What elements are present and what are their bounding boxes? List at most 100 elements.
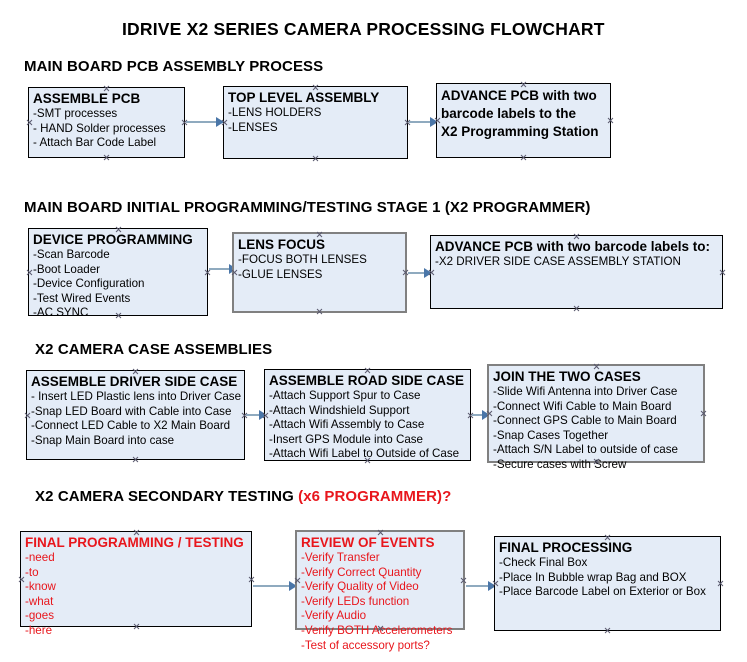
connection-point-top[interactable]: [133, 529, 140, 536]
node-line: -Place Barcode Label on Exterior or Box: [499, 585, 706, 599]
connection-point-bottom[interactable]: [573, 305, 580, 312]
node-line: -Connect GPS Cable to Main Board: [493, 414, 677, 428]
connection-point-right[interactable]: [717, 580, 724, 587]
connection-point-bottom[interactable]: [312, 155, 319, 162]
node-line: -goes: [25, 609, 55, 623]
node-advance-pcb-to-driver-side-case[interactable]: ADVANCE PCB with two barcode labels to: …: [430, 235, 723, 309]
connection-point-left[interactable]: [486, 410, 493, 417]
node-line: - HAND Solder processes: [33, 121, 166, 135]
node-line: -AC SYNC: [33, 306, 89, 320]
node-body: ADVANCE PCB with two barcode labels to t…: [437, 84, 610, 141]
connection-point-top[interactable]: [115, 226, 122, 233]
node-body: TOP LEVEL ASSEMBLY -LENS HOLDERS -LENSES: [224, 87, 407, 135]
node-assemble-pcb[interactable]: ASSEMBLE PCB -SMT processes - HAND Solde…: [28, 87, 185, 158]
node-line: -Verify Quality of Video: [301, 580, 419, 594]
connection-point-top[interactable]: [103, 85, 110, 92]
node-line: -Verify Audio: [301, 609, 367, 623]
node-line: -Verify Transfer: [301, 551, 380, 564]
section-heading-text: X2 CAMERA CASE ASSEMBLIES: [35, 341, 273, 358]
node-top-level-assembly[interactable]: TOP LEVEL ASSEMBLY -LENS HOLDERS -LENSES: [223, 86, 408, 159]
node-line: -Snap Main Board into case: [31, 433, 175, 447]
connection-point-top[interactable]: [573, 233, 580, 240]
connection-point-right[interactable]: [248, 576, 255, 583]
connection-point-top[interactable]: [377, 529, 384, 536]
connection-point-top[interactable]: [132, 368, 139, 375]
connection-point-left[interactable]: [221, 119, 228, 126]
page-title: IDRIVE X2 SERIES CAMERA PROCESSING FLOWC…: [122, 19, 605, 39]
connection-point-bottom[interactable]: [364, 457, 371, 464]
connection-point-left[interactable]: [24, 412, 31, 419]
node-line: -to: [25, 565, 39, 579]
connector-final-programming-to-review-of-events: [253, 581, 297, 591]
connection-point-left[interactable]: [492, 580, 499, 587]
connection-point-left[interactable]: [262, 412, 269, 419]
connection-point-top[interactable]: [312, 84, 319, 91]
node-line: -Connect LED Cable to X2 Main Board: [31, 419, 231, 433]
connection-point-top[interactable]: [364, 367, 371, 374]
connection-point-left[interactable]: [294, 577, 301, 584]
section-heading-main-board-initial-programming: MAIN BOARD INITIAL PROGRAMMING/TESTING S…: [24, 199, 591, 216]
node-line: -what: [25, 594, 54, 608]
connection-point-left[interactable]: [434, 117, 441, 124]
node-line: - Insert LED Plastic lens into Driver Ca…: [31, 390, 242, 403]
connection-point-right[interactable]: [700, 410, 707, 417]
connection-point-top[interactable]: [593, 363, 600, 370]
node-line: -Attach S/N Label to outside of case: [493, 443, 678, 457]
node-title: ASSEMBLE ROAD SIDE CASE: [269, 373, 465, 388]
node-device-programming[interactable]: DEVICE PROGRAMMING -Scan Barcode -Boot L…: [26, 226, 208, 319]
connection-point-left[interactable]: [231, 269, 238, 276]
connection-point-bottom[interactable]: [593, 458, 600, 465]
node-line: -FOCUS BOTH LENSES: [238, 253, 367, 266]
node-lens-focus[interactable]: LENS FOCUS -FOCUS BOTH LENSES -GLUE LENS…: [232, 232, 407, 313]
node-assemble-driver-side-case[interactable]: ASSEMBLE DRIVER SIDE CASE - Insert LED P…: [26, 370, 245, 460]
connection-point-left[interactable]: [18, 576, 25, 583]
connection-point-bottom[interactable]: [103, 154, 110, 161]
connection-point-right[interactable]: [719, 269, 726, 276]
connection-point-bottom[interactable]: [132, 456, 139, 463]
connection-point-right[interactable]: [460, 577, 467, 584]
node-line: -Check Final Box: [499, 556, 588, 569]
node-line: -Boot Loader: [33, 262, 101, 276]
node-line-overflow: -Test of accessory ports?: [301, 638, 430, 652]
section-heading-text: MAIN BOARD INITIAL PROGRAMMING/TESTING S…: [24, 199, 591, 216]
node-body: ASSEMBLE ROAD SIDE CASE -Attach Support …: [265, 370, 470, 462]
node-final-programming-testing[interactable]: FINAL PROGRAMMING / TESTING -need -to -k…: [18, 529, 255, 637]
node-assemble-road-side-case[interactable]: ASSEMBLE ROAD SIDE CASE -Attach Support …: [264, 369, 471, 461]
connection-point-top[interactable]: [520, 81, 527, 88]
node-title: barcode labels to the: [441, 106, 577, 121]
connection-point-bottom[interactable]: [604, 627, 611, 634]
node-line: -Attach Support Spur to Case: [269, 389, 421, 402]
node-line: -Snap Cases Together: [493, 428, 609, 442]
node-line: -Connect Wifi Cable to Main Board: [493, 399, 672, 413]
connection-point-bottom[interactable]: [133, 623, 140, 630]
node-final-processing[interactable]: FINAL PROCESSING -Check Final Box -Place…: [494, 536, 721, 631]
connection-point-bottom[interactable]: [377, 625, 384, 632]
connection-point-top[interactable]: [316, 231, 323, 238]
node-advance-pcb-to-programming-station[interactable]: ADVANCE PCB with two barcode labels to t…: [436, 83, 611, 158]
node-line: - Attach Bar Code Label: [33, 136, 157, 150]
node-line: -Test Wired Events: [33, 291, 131, 305]
node-line: -Snap LED Board with Cable into Case: [31, 404, 232, 418]
connector-assemble-pcb-to-top-level-assembly: [186, 117, 224, 127]
node-join-the-two-cases[interactable]: JOIN THE TWO CASES -Slide Wifi Antenna i…: [486, 363, 707, 471]
node-title: TOP LEVEL ASSEMBLY: [228, 90, 380, 105]
connection-point-top[interactable]: [604, 534, 611, 541]
connection-point-bottom[interactable]: [316, 308, 323, 315]
connection-point-bottom[interactable]: [520, 154, 527, 161]
node-body: JOIN THE TWO CASES -Slide Wifi Antenna i…: [489, 366, 703, 473]
node-body: ASSEMBLE PCB -SMT processes - HAND Solde…: [29, 88, 184, 151]
connection-point-right[interactable]: [607, 117, 614, 124]
node-review-of-events[interactable]: REVIEW OF EVENTS -Verify Transfer -Verif…: [294, 529, 467, 652]
node-title: LENS FOCUS: [238, 237, 326, 252]
node-line: -here: [25, 623, 53, 637]
connection-point-left[interactable]: [26, 269, 33, 276]
connection-point-left[interactable]: [428, 269, 435, 276]
connection-point-bottom[interactable]: [115, 312, 122, 319]
node-body: DEVICE PROGRAMMING -Scan Barcode -Boot L…: [29, 229, 207, 321]
section-heading-text: X2 CAMERA SECONDARY TESTING: [35, 488, 299, 505]
node-line: -GLUE LENSES: [238, 267, 323, 281]
section-heading-accent: (x6 PROGRAMMER)?: [298, 488, 452, 505]
connection-point-left[interactable]: [26, 119, 33, 126]
node-title: DEVICE PROGRAMMING: [33, 232, 193, 247]
